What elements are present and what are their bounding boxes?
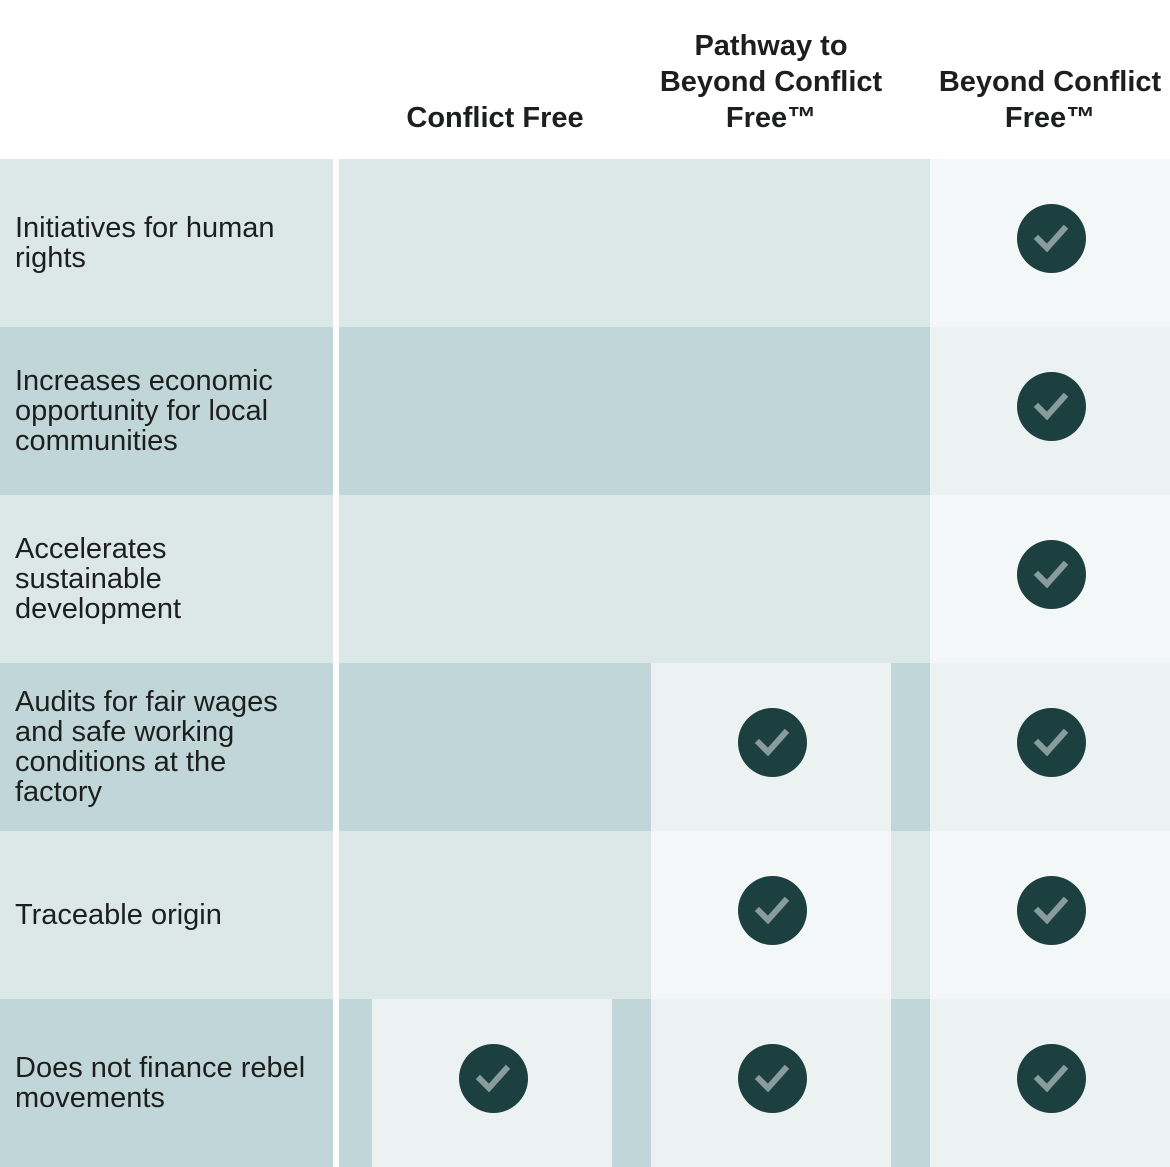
- row-label: Does not finance rebel movements: [0, 999, 333, 1167]
- row-label: Audits for fair wages and safe working c…: [0, 663, 333, 831]
- column-header-beyond: Beyond Conflict Free™: [938, 66, 1162, 134]
- check-circle-icon: [1016, 203, 1086, 273]
- check-circle-icon: [1016, 1043, 1086, 1113]
- check-mark: [1033, 896, 1069, 925]
- row-band: [339, 159, 930, 327]
- check-mark: [1033, 224, 1069, 253]
- check-mark: [754, 896, 790, 925]
- check-mark: [475, 1064, 511, 1093]
- row-label: Increases economic opportunity for local…: [0, 327, 333, 495]
- check-mark: [1033, 1064, 1069, 1093]
- column-header-conflict-free: Conflict Free: [406, 102, 584, 134]
- check-mark: [754, 1064, 790, 1093]
- check-circle-icon: [1016, 539, 1086, 609]
- check-circle-icon: [737, 875, 807, 945]
- row-band: [339, 495, 930, 663]
- check-circle-icon: [1016, 707, 1086, 777]
- check-circle-icon: [1016, 875, 1086, 945]
- check-mark: [754, 728, 790, 757]
- check-circle-icon: [458, 1043, 528, 1113]
- check-mark: [1033, 728, 1069, 757]
- check-circle-icon: [1016, 371, 1086, 441]
- row-label: Accelerates sustainable development: [0, 495, 333, 663]
- check-circle-icon: [737, 1043, 807, 1113]
- row-label: Initiatives for human rights: [0, 159, 333, 327]
- column-header-pathway: Pathway to Beyond Conflict Free™: [659, 30, 883, 134]
- check-mark: [1033, 392, 1069, 421]
- row-band: [339, 327, 930, 495]
- check-circle-icon: [737, 707, 807, 777]
- row-label: Traceable origin: [0, 831, 333, 999]
- check-mark: [1033, 560, 1069, 589]
